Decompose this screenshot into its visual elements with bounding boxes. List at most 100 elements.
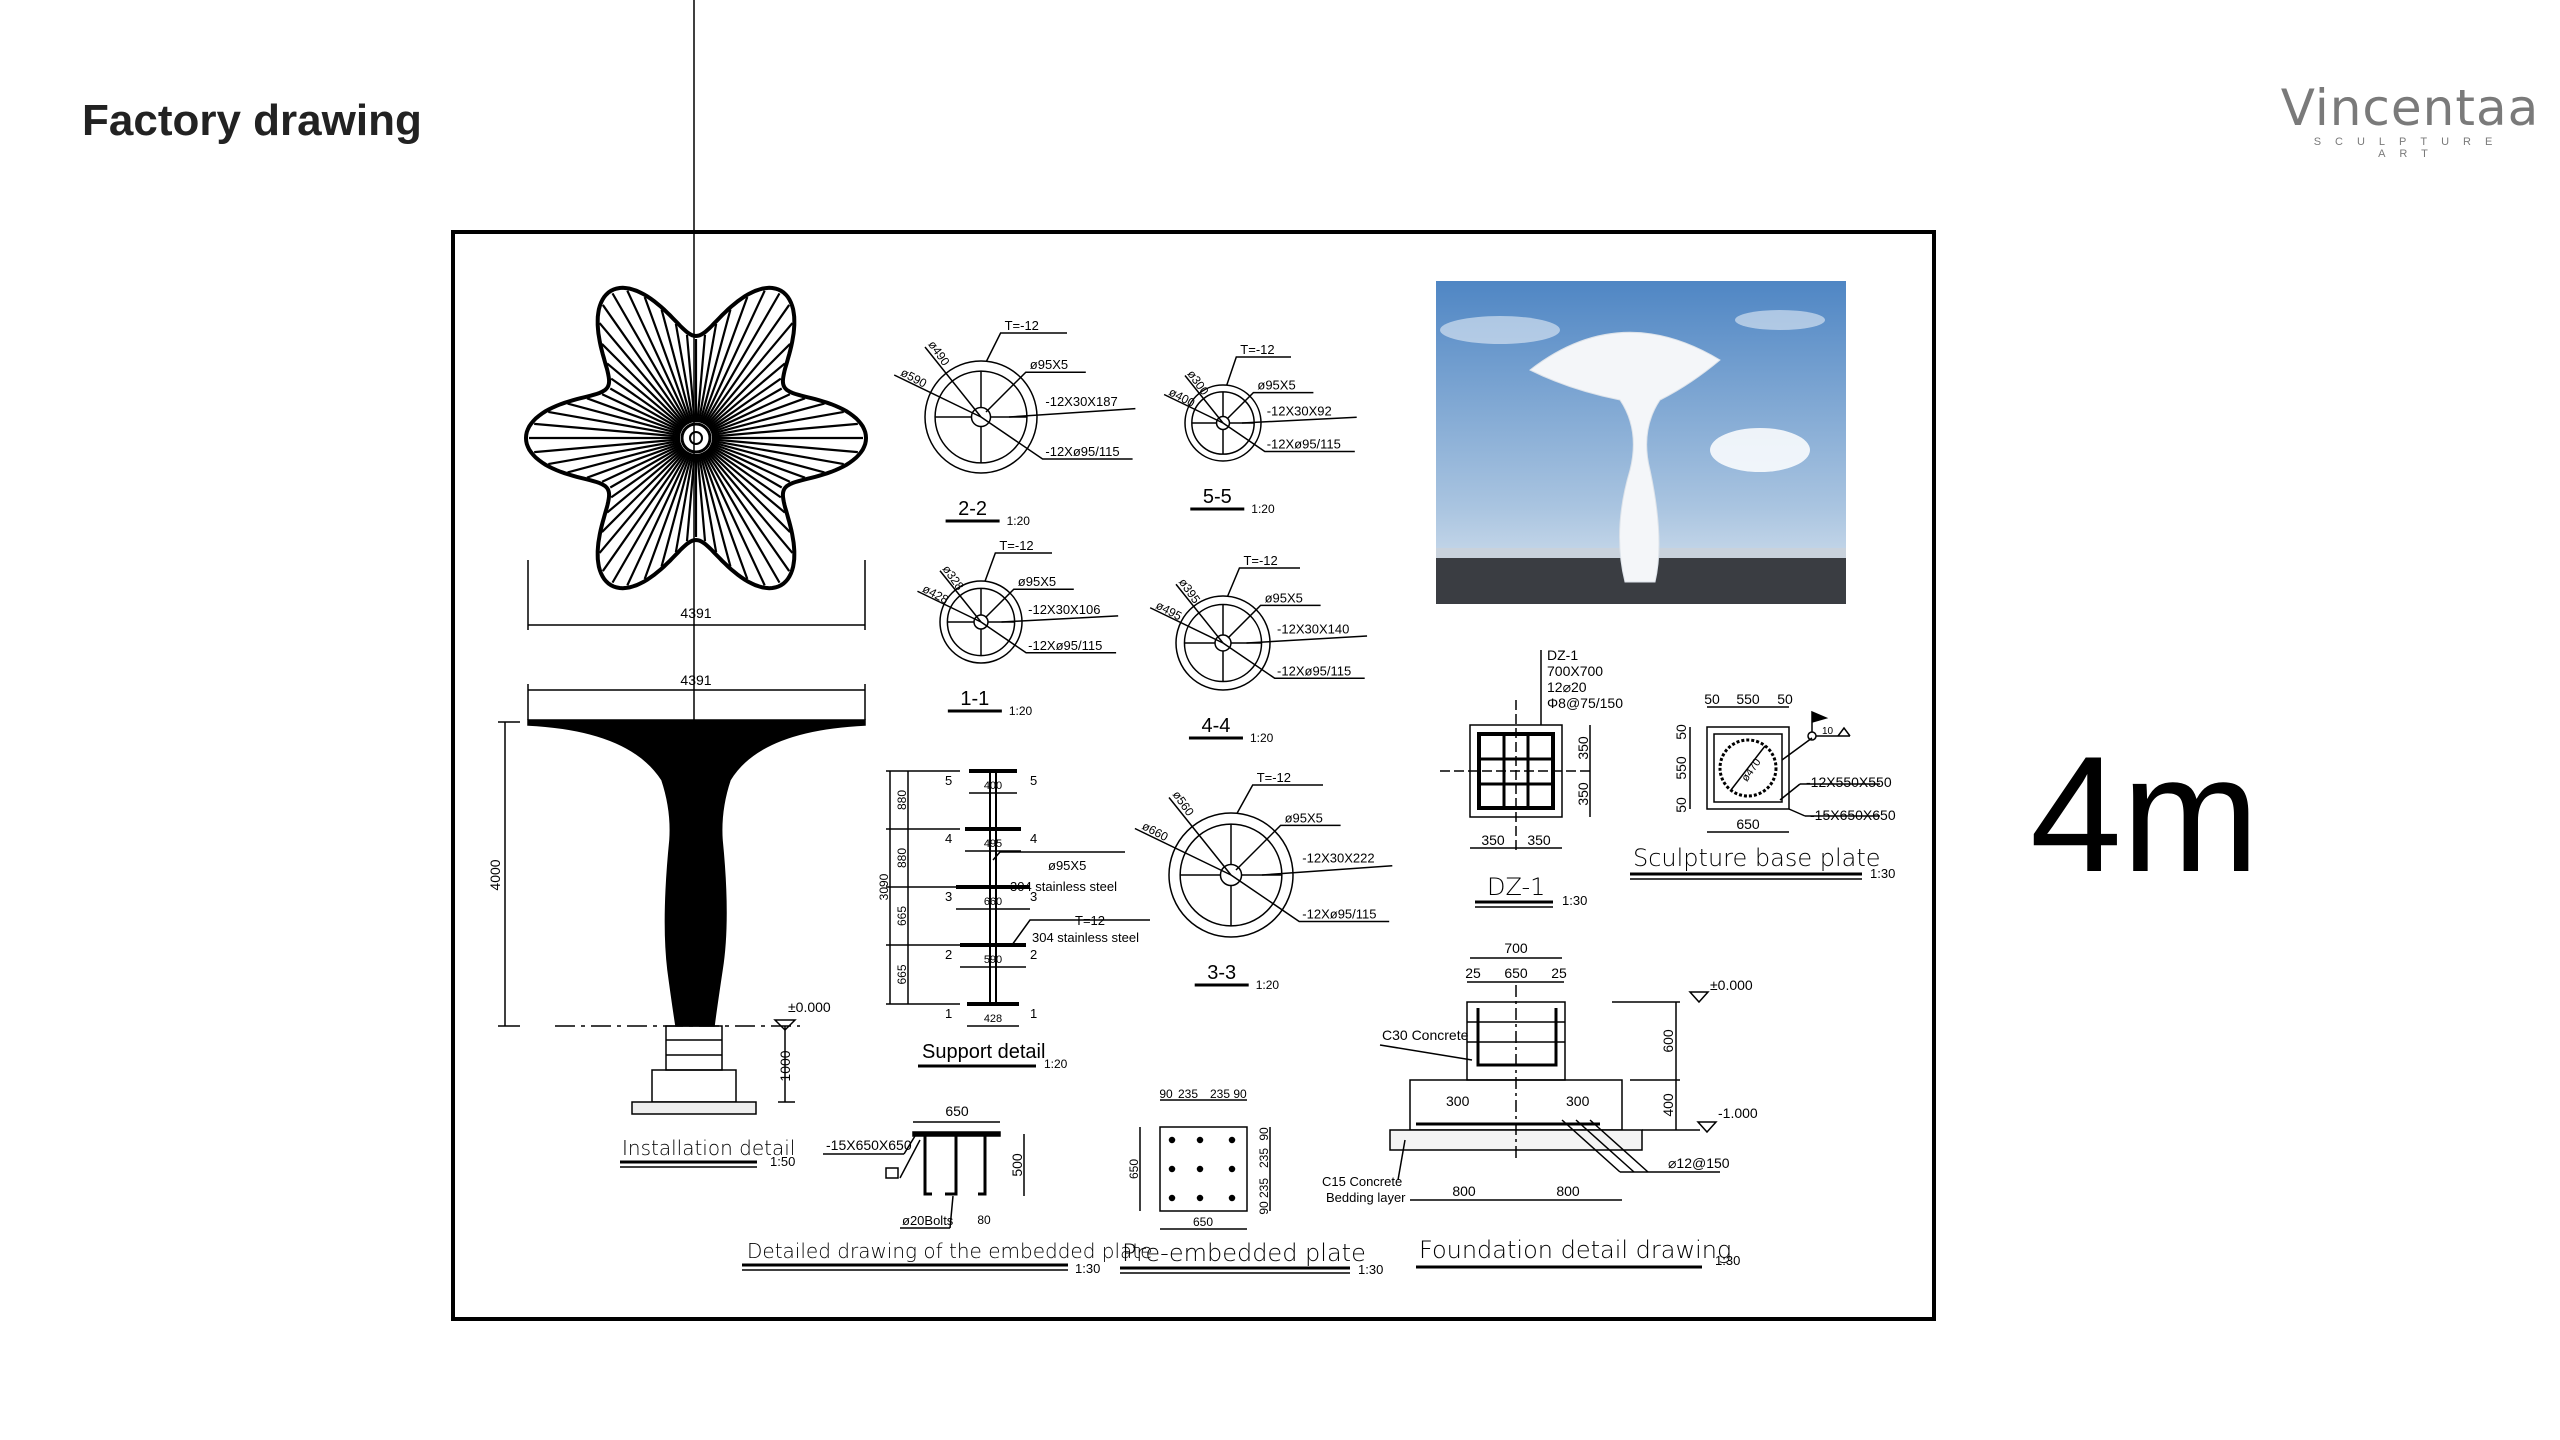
bolt-hole <box>1228 1194 1236 1202</box>
section-mark-right: 4 <box>1030 831 1037 846</box>
support-width: 400 <box>984 780 1002 792</box>
base-plate-note-1: -12X550X550 <box>1806 774 1892 790</box>
flower-rib <box>704 450 791 572</box>
bolt-hole <box>1228 1165 1236 1173</box>
dz1-note-0: DZ-1 <box>1547 647 1578 663</box>
support-width: 495 <box>984 838 1002 850</box>
foundation-step-right: 300 <box>1566 1093 1590 1109</box>
flower-rib <box>567 441 681 474</box>
embedded-plate-detail: 650 500 -15X650X650 ø20Bolts 80 Detailed… <box>742 1103 1152 1276</box>
leader <box>1227 567 1300 597</box>
support-plate-note: T=12 <box>1075 913 1105 928</box>
bolt-hole <box>1168 1194 1176 1202</box>
leader <box>1011 919 1150 946</box>
sculpture-base-plate: ø470 50 550 50 50 550 50 650 10 -12X550X… <box>1630 691 1896 881</box>
section-mark-left: 1 <box>945 1006 952 1021</box>
pre-top-dim-0: 90 <box>1159 1087 1173 1101</box>
support-tube-note: ø95X5 <box>1048 858 1086 873</box>
c15-concrete-label: C15 Concrete <box>1322 1174 1402 1189</box>
section-tube: ø95X5 <box>1030 357 1068 372</box>
leader <box>1246 635 1368 644</box>
foundation-sub-dim-1: 650 <box>1504 965 1528 981</box>
section-outer-diameter: ø400 <box>1166 385 1197 410</box>
vincentaa-logo: Vincentaa SCULPTURE ART <box>2280 82 2540 160</box>
section-mark-left: 3 <box>945 889 952 904</box>
flower-rib <box>610 446 684 499</box>
leader <box>1222 422 1355 453</box>
logo-wordmark: Vincentaa <box>2280 79 2540 137</box>
flower-rib <box>601 448 686 533</box>
section-ring: -12Xø95/115 <box>1277 663 1351 678</box>
section-outer-diameter: ø590 <box>898 365 929 390</box>
base-plate-top-dim-1: 550 <box>1736 691 1760 707</box>
flower-rib <box>601 393 682 433</box>
section-thickness: T=-12 <box>1005 318 1039 333</box>
pre-top-dim-1: 235 <box>1178 1087 1198 1101</box>
dz1-note-1: 700X700 <box>1547 663 1603 679</box>
dz1-column-section: DZ-1 700X700 12⌀20 Φ8@75/150 350 350 350… <box>1440 647 1623 908</box>
foundation-level-bottom: -1.000 <box>1718 1105 1758 1121</box>
pre-width: 650 <box>1193 1215 1213 1229</box>
outer-ring <box>1184 384 1262 462</box>
flower-rib <box>705 449 794 554</box>
base-plate-bottom-dim: 650 <box>1736 816 1760 832</box>
leader <box>984 552 1052 582</box>
flower-rib <box>697 323 718 423</box>
leader <box>1227 391 1314 419</box>
base-plate-top-dim-0: 50 <box>1704 691 1720 707</box>
flower-rib <box>704 304 791 426</box>
foundation-title: Foundation detail drawing <box>1419 1236 1731 1264</box>
section-scale: 1:20 <box>1256 978 1280 992</box>
ground-level: ±0.000 <box>788 999 831 1015</box>
leader <box>893 374 982 418</box>
foundation-scale: 1:30 <box>1715 1253 1740 1268</box>
flower-rib <box>606 447 685 514</box>
support-span: 665 <box>895 964 909 984</box>
pre-side-dim-2: 235 <box>1257 1178 1271 1198</box>
flower-outline <box>523 285 869 591</box>
dz1-dim-0: 350 <box>1575 736 1591 760</box>
section-thickness: T=-12 <box>1257 770 1291 785</box>
support-width: 660 <box>984 896 1002 908</box>
flower-rib <box>586 442 682 479</box>
flower-rib <box>706 343 791 428</box>
section-3-3: ø660ø560T=-12ø95X5-12X30X222-12Xø95/1153… <box>1134 770 1393 992</box>
section-tube: ø95X5 <box>1265 590 1303 605</box>
foundation-depth: 1000 <box>777 1050 793 1081</box>
section-1-1: ø428ø328T=-12ø95X5-12X30X106-12Xø95/1151… <box>917 538 1119 718</box>
section-inner-diameter: ø328 <box>940 562 967 593</box>
foundation-base-dim-1: 800 <box>1556 1183 1580 1199</box>
pre-embedded-title: Pre-embedded plate <box>1122 1239 1366 1267</box>
embedded-title: Detailed drawing of the embedded plate <box>747 1239 1152 1263</box>
section-mark-right: 5 <box>1030 773 1037 788</box>
embedded-height: 500 <box>1009 1153 1025 1177</box>
leader <box>1163 393 1224 424</box>
flower-rib <box>711 438 858 454</box>
section-title: 1-1 <box>960 688 989 710</box>
flower-rib <box>611 451 689 584</box>
embedded-gap: 80 <box>977 1213 991 1227</box>
base-plate-side-dim-1: 550 <box>1673 756 1689 780</box>
section-scale: 1:20 <box>1007 514 1031 528</box>
section-mark-right: 1 <box>1030 1006 1037 1021</box>
flower-rib <box>699 453 732 567</box>
support-span: 665 <box>895 906 909 926</box>
leader <box>985 588 1074 618</box>
leader <box>985 371 1086 413</box>
flower-rib <box>601 450 688 572</box>
flower-rib <box>700 452 749 580</box>
section-ring: -12Xø95/115 <box>1302 907 1376 922</box>
center-tube <box>680 422 712 454</box>
leader <box>1149 607 1224 644</box>
dz1-note-3: Φ8@75/150 <box>1547 695 1623 711</box>
installation-title: Installation detail <box>622 1136 795 1160</box>
outer-ring <box>924 360 1038 474</box>
drawing-frame <box>451 230 1936 1321</box>
flower-rib <box>610 377 684 430</box>
section-ring: -12Xø95/115 <box>1267 437 1341 452</box>
leader <box>1241 416 1357 424</box>
bolt-hole <box>1196 1194 1204 1202</box>
flower-rib <box>696 334 707 423</box>
leader <box>985 332 1067 362</box>
